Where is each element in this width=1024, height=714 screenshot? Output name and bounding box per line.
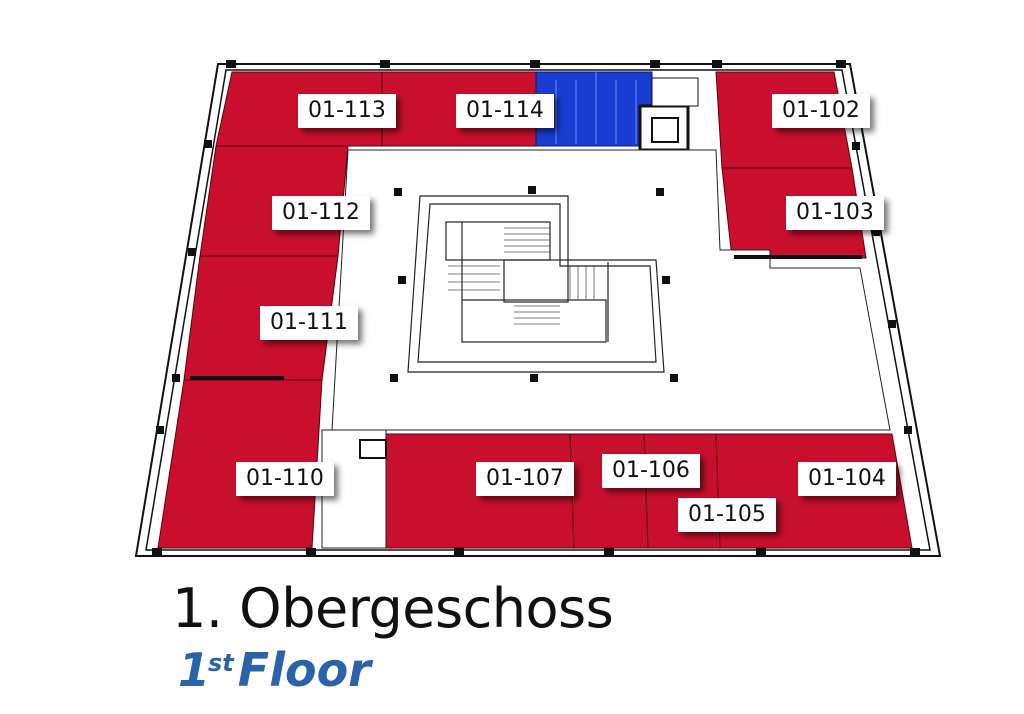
floor-word: Floor [237, 643, 371, 697]
room-label-01-107: 01-107 [476, 462, 574, 496]
room-label-01-102: 01-102 [772, 94, 870, 128]
room-label-01-111: 01-111 [260, 306, 358, 340]
floor-ordinal-suffix: st [208, 649, 234, 677]
room-01-106 [569, 433, 649, 549]
room-label-01-103: 01-103 [786, 196, 884, 230]
elevator-shaft [638, 104, 690, 152]
room-label-01-114: 01-114 [456, 94, 554, 128]
floor-title-german: 1. Obergeschoss [172, 577, 614, 640]
stair-treads [448, 227, 595, 325]
room-label-01-105: 01-105 [678, 498, 776, 532]
central-stair [407, 195, 665, 373]
floor-title-english: 1stFloor [178, 647, 371, 693]
atrium [331, 149, 891, 431]
building-outline-inner [145, 69, 931, 551]
room-label-01-112: 01-112 [272, 196, 370, 230]
room-label-01-110: 01-110 [236, 462, 334, 496]
core-stalls [555, 72, 637, 144]
floor-number: 1 [178, 643, 211, 697]
columns [390, 186, 678, 382]
room-label-01-104: 01-104 [798, 462, 896, 496]
room-label-01-106: 01-106 [602, 454, 700, 488]
room-label-01-113: 01-113 [298, 94, 396, 128]
facade-mullions [152, 60, 920, 556]
